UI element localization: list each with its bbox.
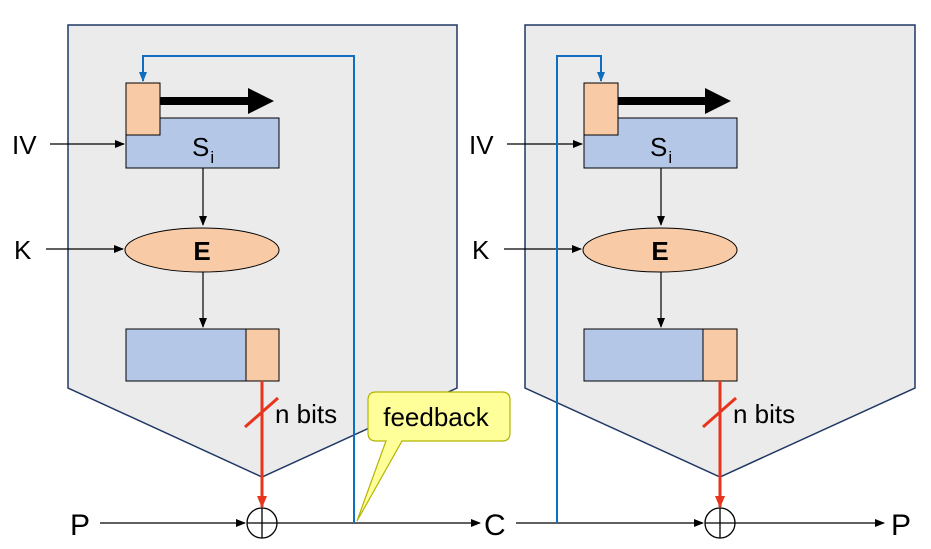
encrypt-xor-symbol xyxy=(246,507,278,539)
decrypt-register-selected-bits xyxy=(583,82,619,136)
decrypt-key-label: K xyxy=(472,235,490,265)
encrypt-register-label: Si xyxy=(192,132,214,167)
decrypt-iv-label: IV xyxy=(469,130,494,160)
decrypt-bits-label: n bits xyxy=(733,399,795,429)
plaintext-input-label: P xyxy=(70,509,90,542)
decrypt-feedback-line xyxy=(556,55,605,523)
encrypt-shift-arrow-head xyxy=(248,88,274,114)
feedback-callout-text: feedback xyxy=(383,402,490,432)
encrypt-cipher-label: E xyxy=(193,236,210,266)
decrypt-output-selected-bits xyxy=(702,328,738,382)
feedback-callout: feedback xyxy=(356,391,511,522)
encrypt-block: Si IV E K xyxy=(12,24,458,478)
encrypt-key-label: K xyxy=(14,235,32,265)
encrypt-iv-label: IV xyxy=(12,130,37,160)
encrypt-cipher-ellipse xyxy=(124,227,280,273)
decrypt-register-label: Si xyxy=(650,132,672,167)
decrypt-shift-arrow-head xyxy=(705,88,731,114)
decrypt-bits-slash xyxy=(702,396,737,429)
decrypt-cipher-label: E xyxy=(651,236,668,266)
decrypt-xor-symbol xyxy=(704,507,736,539)
encrypt-register-selected-bits xyxy=(125,82,161,136)
encrypt-feedback-line xyxy=(139,55,355,523)
plaintext-output-label: P xyxy=(891,509,911,542)
ciphertext-label: C xyxy=(484,509,506,542)
decrypt-cipher-ellipse xyxy=(582,227,738,273)
encrypt-output-selected-bits xyxy=(245,328,280,382)
encrypt-bits-label: n bits xyxy=(275,399,337,429)
decrypt-block: Si IV E K xyxy=(469,24,916,478)
encrypt-bits-slash xyxy=(244,396,279,429)
